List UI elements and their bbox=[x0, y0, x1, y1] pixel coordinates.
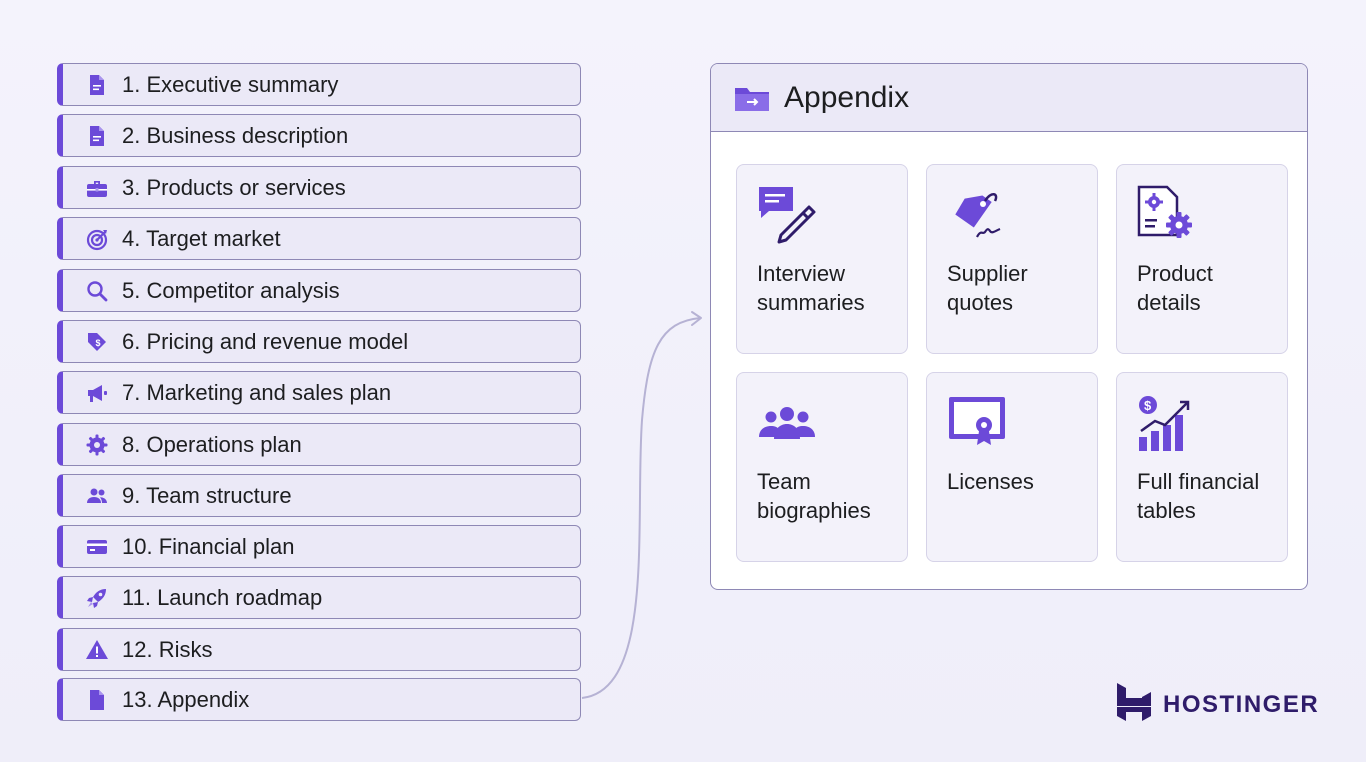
warning-icon bbox=[84, 637, 110, 663]
appendix-card-supplier-quotes: Supplier quotes bbox=[926, 164, 1098, 354]
section-label: 13. Appendix bbox=[122, 686, 250, 712]
appendix-card-team-biographies: Team biographies bbox=[736, 372, 908, 562]
document-icon bbox=[84, 123, 110, 149]
section-item-12: 12. Risks bbox=[57, 628, 581, 671]
appendix-header: Appendix bbox=[711, 64, 1307, 132]
section-label: 1. Executive summary bbox=[122, 71, 339, 97]
appendix-panel: Appendix Interview summaries Supplier qu… bbox=[710, 63, 1308, 590]
section-label: 7. Marketing and sales plan bbox=[122, 379, 392, 405]
megaphone-icon bbox=[84, 380, 110, 406]
appendix-card-product-details: Product details bbox=[1116, 164, 1288, 354]
section-item-6: $ 6. Pricing and revenue model bbox=[57, 320, 581, 363]
section-label: 8. Operations plan bbox=[122, 431, 302, 457]
section-item-7: 7. Marketing and sales plan bbox=[57, 371, 581, 414]
card-label: Full financial tables bbox=[1137, 469, 1260, 523]
price-tag-icon: $ bbox=[84, 329, 110, 355]
document-gears-icon bbox=[1137, 185, 1197, 245]
appendix-card-interview-summaries: Interview summaries bbox=[736, 164, 908, 354]
section-label: 12. Risks bbox=[122, 636, 213, 662]
folder-icon bbox=[734, 83, 770, 113]
section-label: 5. Competitor analysis bbox=[122, 277, 340, 303]
team-icon bbox=[84, 483, 110, 509]
briefcase-icon bbox=[84, 175, 110, 201]
search-icon bbox=[84, 278, 110, 304]
section-item-10: 10. Financial plan bbox=[57, 525, 581, 568]
section-label: 2. Business description bbox=[122, 122, 349, 148]
appendix-card-licenses: Licenses bbox=[926, 372, 1098, 562]
svg-text:$: $ bbox=[1144, 398, 1152, 413]
people-icon bbox=[757, 393, 817, 453]
section-item-3: 3. Products or services bbox=[57, 166, 581, 209]
section-item-4: 4. Target market bbox=[57, 217, 581, 260]
section-item-13: 13. Appendix bbox=[57, 678, 581, 721]
card-label: Product details bbox=[1137, 261, 1213, 315]
card-label: Interview summaries bbox=[757, 261, 865, 315]
svg-text:$: $ bbox=[96, 338, 101, 348]
section-label: 10. Financial plan bbox=[122, 533, 295, 559]
appendix-title: Appendix bbox=[784, 80, 910, 114]
section-label: 11. Launch roadmap bbox=[122, 584, 323, 610]
section-item-9: 9. Team structure bbox=[57, 474, 581, 517]
credit-card-icon bbox=[84, 534, 110, 560]
document-icon bbox=[84, 687, 110, 713]
brand-name: HOSTINGER bbox=[1163, 690, 1320, 718]
chat-pencil-icon bbox=[757, 185, 817, 245]
section-item-11: 11. Launch roadmap bbox=[57, 576, 581, 619]
document-icon bbox=[84, 72, 110, 98]
hostinger-logo: HOSTINGER bbox=[1117, 683, 1319, 726]
section-label: 3. Products or services bbox=[122, 174, 346, 200]
section-item-8: 8. Operations plan bbox=[57, 423, 581, 466]
card-label: Supplier quotes bbox=[947, 261, 1028, 315]
appendix-card-full-financial-tables: $ Full financial tables bbox=[1116, 372, 1288, 562]
section-item-2: 2. Business description bbox=[57, 114, 581, 157]
tag-signature-icon bbox=[947, 185, 1007, 245]
hostinger-logo-icon bbox=[1117, 683, 1151, 726]
rocket-icon bbox=[84, 585, 110, 611]
growth-chart-icon: $ bbox=[1137, 393, 1197, 453]
section-label: 6. Pricing and revenue model bbox=[122, 328, 409, 354]
section-item-1: 1. Executive summary bbox=[57, 63, 581, 106]
section-label: 4. Target market bbox=[122, 225, 281, 251]
section-label: 9. Team structure bbox=[122, 482, 292, 508]
target-icon bbox=[84, 226, 110, 252]
certificate-icon bbox=[947, 393, 1007, 453]
gear-icon bbox=[84, 432, 110, 458]
section-item-5: 5. Competitor analysis bbox=[57, 269, 581, 312]
card-label: Team biographies bbox=[757, 469, 871, 523]
card-label: Licenses bbox=[947, 469, 1034, 494]
